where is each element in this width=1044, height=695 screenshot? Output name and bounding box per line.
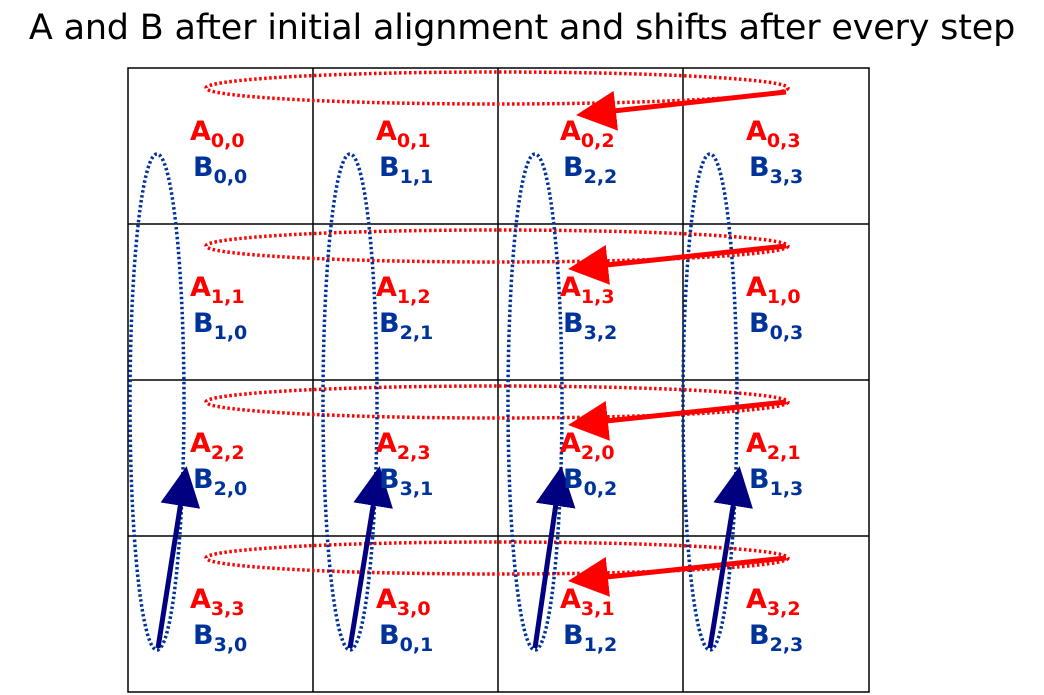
cell-b-label: B0,2	[563, 464, 617, 500]
cell-b-label: B2,2	[563, 152, 617, 188]
cell-b-label: B0,3	[749, 308, 803, 344]
shift-rings	[128, 70, 790, 652]
cell-a-label: A0,2	[560, 116, 615, 152]
cell-b-label: B2,3	[749, 620, 803, 656]
cell-a-label: A2,0	[560, 428, 615, 464]
cell-labels: A0,0B0,0 A0,1B1,1 A0,2B2,2 A0,3B3,3A1,1B1,0…	[190, 116, 803, 656]
row-shift-arrow	[568, 399, 787, 441]
cell-a-label: A0,0	[190, 116, 245, 152]
cell-a-label: A0,1	[376, 116, 431, 152]
row-shift-arrow	[568, 243, 787, 285]
cell-a-label: A1,3	[560, 272, 615, 308]
cell-a-label: A3,0	[376, 584, 431, 620]
column-shift-ring	[681, 152, 739, 652]
cell-b-label: B3,3	[749, 152, 803, 188]
cell-b-label: B3,1	[379, 464, 433, 500]
cell-b-label: B0,0	[193, 152, 247, 188]
column-shift-arrow	[347, 466, 393, 649]
processor-grid	[127, 67, 870, 693]
cell-b-label: B0,1	[379, 620, 433, 656]
row-shift-ring	[204, 540, 790, 576]
cell-b-label: B1,3	[749, 464, 803, 500]
column-shift-ring	[321, 152, 379, 652]
cell-a-label: A0,3	[746, 116, 801, 152]
cell-b-label: B1,1	[379, 152, 433, 188]
cell-b-label: B3,0	[193, 620, 247, 656]
cell-b-label: B2,0	[193, 464, 247, 500]
cell-a-label: A3,3	[190, 584, 245, 620]
cell-a-label: A2,1	[746, 428, 801, 464]
column-shift-ring	[128, 152, 186, 652]
cell-b-label: B3,2	[563, 308, 617, 344]
column-shift-arrow	[532, 466, 576, 649]
row-shift-ring	[204, 70, 790, 106]
row-shift-ring	[204, 228, 790, 264]
cell-b-label: B2,1	[379, 308, 433, 344]
column-shift-ring	[506, 152, 564, 652]
cell-a-label: A3,2	[746, 584, 801, 620]
cell-a-label: A1,2	[376, 272, 431, 308]
column-shift-arrow	[707, 466, 753, 649]
shift-arrows	[155, 89, 787, 649]
diagram-title: A and B after initial alignment and shif…	[28, 8, 1016, 48]
cell-b-label: B1,2	[563, 620, 617, 656]
cell-b-label: B1,0	[193, 308, 247, 344]
cell-a-label: A1,1	[190, 272, 245, 308]
row-shift-arrow	[576, 89, 787, 131]
cell-a-label: A3,1	[560, 584, 615, 620]
cell-a-label: A2,2	[190, 428, 245, 464]
cell-a-label: A2,3	[376, 428, 431, 464]
row-shift-arrow	[568, 555, 787, 597]
row-shift-ring	[204, 384, 790, 420]
cell-a-label: A1,0	[746, 272, 801, 308]
column-shift-arrow	[155, 466, 201, 649]
